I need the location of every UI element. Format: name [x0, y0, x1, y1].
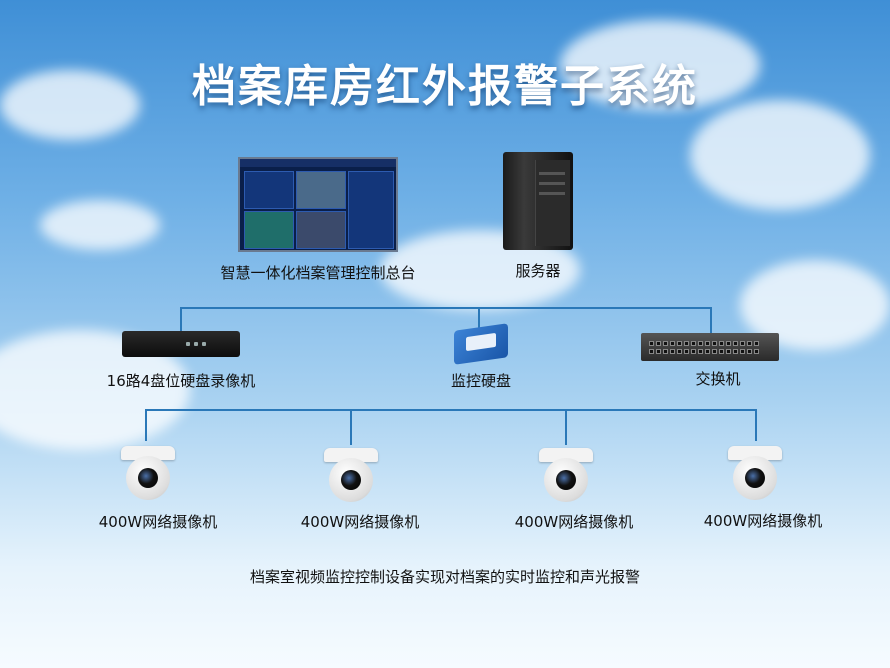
switch-icon [641, 333, 779, 361]
monitor-panel [348, 171, 394, 249]
switch-port [754, 349, 759, 354]
switch-port [740, 341, 745, 346]
switch-port [691, 349, 696, 354]
switch-port [698, 349, 703, 354]
switch-port [663, 349, 668, 354]
hard-disk-sticker [466, 332, 496, 352]
switch-port [663, 341, 668, 346]
camera-lens [341, 470, 361, 490]
switch-port [719, 349, 724, 354]
camera-icon [728, 446, 782, 502]
server-icon [503, 152, 573, 250]
connector-line [755, 409, 757, 441]
hard-disk-icon [454, 323, 508, 365]
switch-port [649, 349, 654, 354]
camera-mount [539, 448, 593, 462]
switch-port [649, 341, 654, 346]
camera-4-label: 400W网络摄像机 [703, 512, 823, 530]
camera-icon [121, 446, 175, 502]
connector-line [565, 409, 567, 445]
console-label: 智慧一体化档案管理控制总台 [220, 264, 416, 282]
connector-line [710, 307, 712, 333]
monitor-panel [244, 211, 294, 249]
server-drive-slot [539, 192, 565, 195]
switch-port [684, 341, 689, 346]
monitor-panel [296, 211, 346, 249]
connector-line [180, 307, 712, 309]
switch-port [677, 349, 682, 354]
switch-port [719, 341, 724, 346]
switch-port [712, 349, 717, 354]
switch-port [733, 349, 738, 354]
switch-port [747, 349, 752, 354]
recorder-led [202, 342, 206, 346]
connector-line [145, 409, 147, 441]
camera-icon [539, 448, 593, 504]
camera-lens [556, 470, 576, 490]
switch-port [677, 341, 682, 346]
camera-lens [745, 468, 765, 488]
connector-line [350, 409, 352, 445]
switch-port [691, 341, 696, 346]
cloud [40, 200, 160, 250]
switch-label: 交换机 [695, 370, 741, 388]
switch-port [726, 341, 731, 346]
switch-port [670, 341, 675, 346]
camera-3-label: 400W网络摄像机 [514, 513, 634, 531]
camera-2-label: 400W网络摄像机 [300, 513, 420, 531]
connector-line [478, 307, 480, 329]
switch-port [656, 341, 661, 346]
switch-port [712, 341, 717, 346]
hard-disk-label: 监控硬盘 [450, 372, 512, 390]
console-monitor-icon [238, 157, 398, 252]
monitor-header-bar [240, 159, 396, 167]
diagram-caption: 档案室视频监控控制设备实现对档案的实时监控和声光报警 [249, 568, 640, 586]
camera-mount [728, 446, 782, 460]
monitor-panel [244, 171, 294, 209]
server-label: 服务器 [515, 262, 561, 280]
recorder-led [194, 342, 198, 346]
switch-port [733, 341, 738, 346]
recorder-led [186, 342, 190, 346]
switch-port [726, 349, 731, 354]
recorder-icon [122, 331, 240, 357]
camera-lens [138, 468, 158, 488]
monitor-panel [296, 171, 346, 209]
switch-port [684, 349, 689, 354]
camera-mount [121, 446, 175, 460]
switch-port [698, 341, 703, 346]
cloud [560, 20, 760, 110]
recorder-label: 16路4盘位硬盘录像机 [106, 372, 256, 390]
switch-port [747, 341, 752, 346]
camera-mount [324, 448, 378, 462]
camera-1-label: 400W网络摄像机 [98, 513, 218, 531]
switch-port [656, 349, 661, 354]
server-drive-slot [539, 182, 565, 185]
connector-line [180, 307, 182, 333]
switch-port [754, 341, 759, 346]
server-drive-slot [539, 172, 565, 175]
cloud [690, 100, 870, 210]
cloud [0, 70, 140, 140]
connector-line [145, 409, 757, 411]
diagram-title: 档案库房红外报警子系统 [192, 61, 698, 112]
switch-port [705, 341, 710, 346]
switch-port [705, 349, 710, 354]
switch-port [740, 349, 745, 354]
switch-port [670, 349, 675, 354]
camera-icon [324, 448, 378, 504]
